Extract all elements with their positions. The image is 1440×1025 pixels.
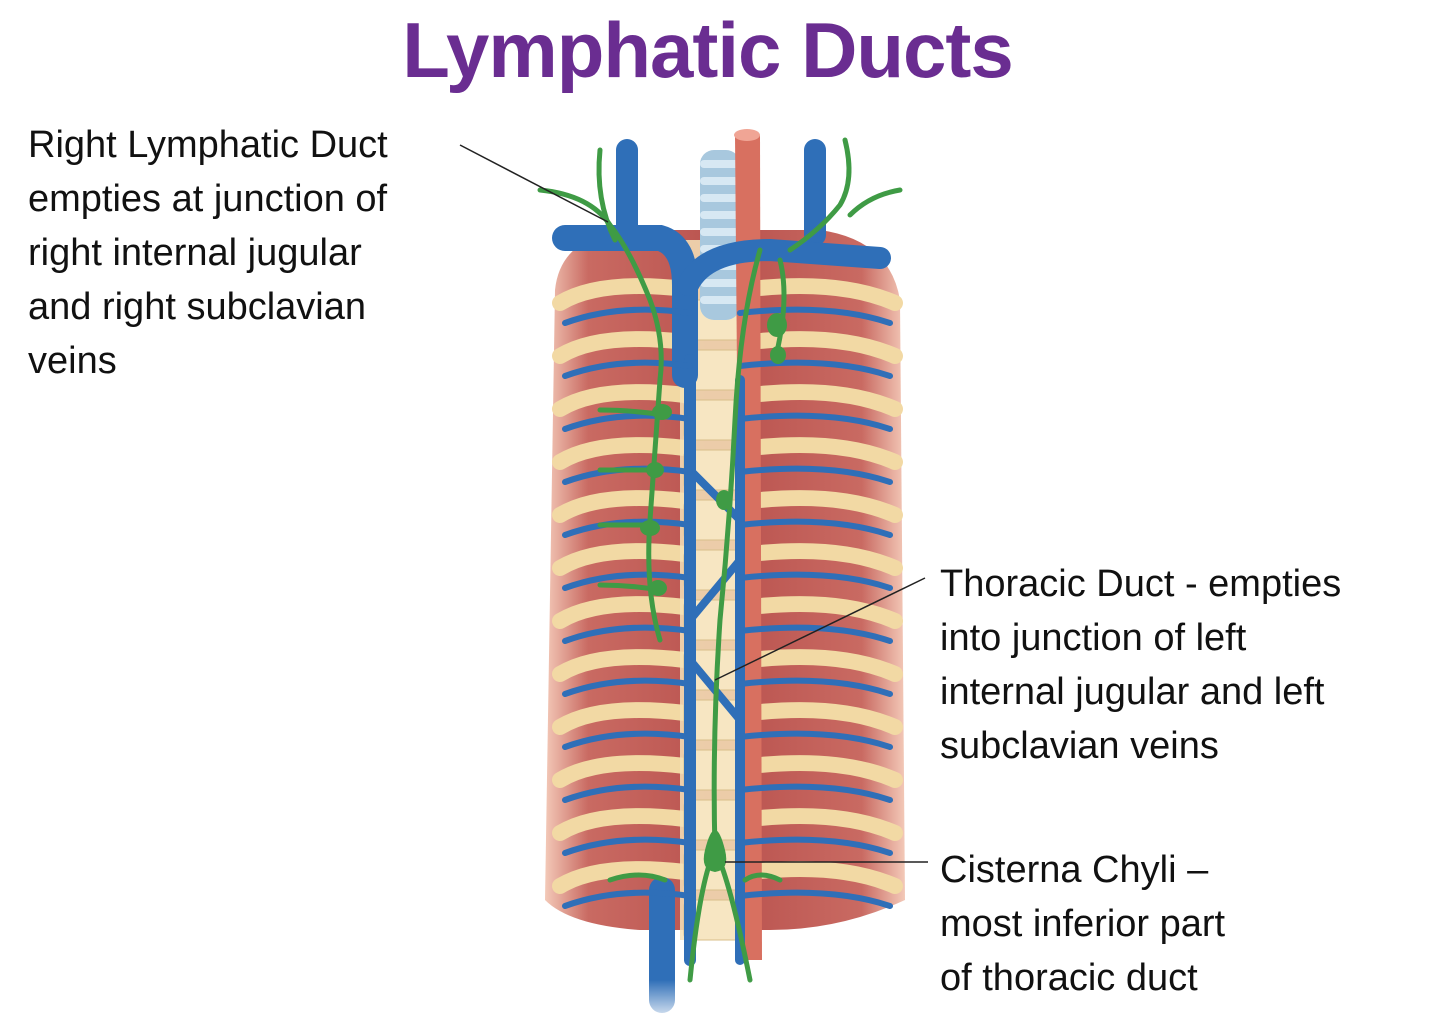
trachea-ring xyxy=(700,228,740,236)
rib xyxy=(552,384,693,417)
intercostal-vein xyxy=(562,571,693,591)
rib xyxy=(742,649,903,682)
intercostal-vein xyxy=(562,730,693,750)
trachea-ring xyxy=(700,160,740,168)
rib xyxy=(742,755,903,788)
rib xyxy=(742,384,903,417)
label-line: right internal jugular xyxy=(28,232,362,274)
intercostal-vein xyxy=(737,783,893,803)
rib xyxy=(552,490,693,523)
label-line: empties at junction of xyxy=(28,178,388,220)
intercostal-vein xyxy=(737,412,893,432)
trachea-ring xyxy=(700,177,740,185)
rib xyxy=(552,755,693,788)
label-line: veins xyxy=(28,340,117,382)
intercostal-vein xyxy=(562,306,693,326)
trachea xyxy=(700,150,740,320)
rib xyxy=(552,331,693,364)
intercostal-vein xyxy=(737,571,893,591)
intercostal-vein xyxy=(562,412,693,432)
label-line: internal jugular and left xyxy=(940,671,1325,713)
intercostal-vein xyxy=(737,730,893,750)
trachea-ring xyxy=(700,194,740,202)
leader-lines xyxy=(459,144,928,863)
trachea-ring xyxy=(700,211,740,219)
rib xyxy=(742,437,903,470)
intercostal-vein xyxy=(562,677,693,697)
intercostal-vein xyxy=(737,306,893,326)
label-line: Thoracic Duct - empties xyxy=(940,563,1342,605)
rib xyxy=(552,649,693,682)
label-line: subclavian veins xyxy=(940,725,1219,767)
rib xyxy=(742,702,903,735)
rib xyxy=(742,278,903,311)
label-line: of thoracic duct xyxy=(940,957,1198,999)
leader-thoracic xyxy=(714,577,926,681)
intercostal-vein xyxy=(737,518,893,538)
rib xyxy=(552,702,693,735)
rib xyxy=(742,331,903,364)
label-cisterna-chyli: Cisterna Chyli – most inferior part of t… xyxy=(940,843,1225,1005)
label-line: and right subclavian xyxy=(28,286,366,328)
ribs xyxy=(552,278,903,894)
rib xyxy=(552,543,693,576)
rib xyxy=(552,437,693,470)
rib xyxy=(552,278,693,311)
label-line: Right Lymphatic Duct xyxy=(28,124,388,166)
leader-right-lymphatic xyxy=(459,144,609,223)
label-right-lymphatic-duct: Right Lymphatic Duct empties at junction… xyxy=(28,118,388,388)
page-title: Lymphatic Ducts xyxy=(402,6,1014,94)
rib xyxy=(742,490,903,523)
trachea-ring xyxy=(700,296,740,304)
label-line: Cisterna Chyli – xyxy=(940,849,1209,891)
intercostal-vein xyxy=(737,465,893,485)
intercostal-vein xyxy=(737,677,893,697)
label-line: most inferior part xyxy=(940,903,1226,945)
rib xyxy=(742,543,903,576)
intercostal-vein xyxy=(562,359,693,379)
intercostal-vein xyxy=(737,359,893,379)
rib xyxy=(552,596,693,629)
intercostal-vein xyxy=(562,624,693,644)
label-line: into junction of left xyxy=(940,617,1247,659)
rib xyxy=(742,596,903,629)
label-thoracic-duct: Thoracic Duct - empties into junction of… xyxy=(940,557,1341,773)
intercostal-vein xyxy=(562,783,693,803)
trachea-ring xyxy=(700,279,740,287)
